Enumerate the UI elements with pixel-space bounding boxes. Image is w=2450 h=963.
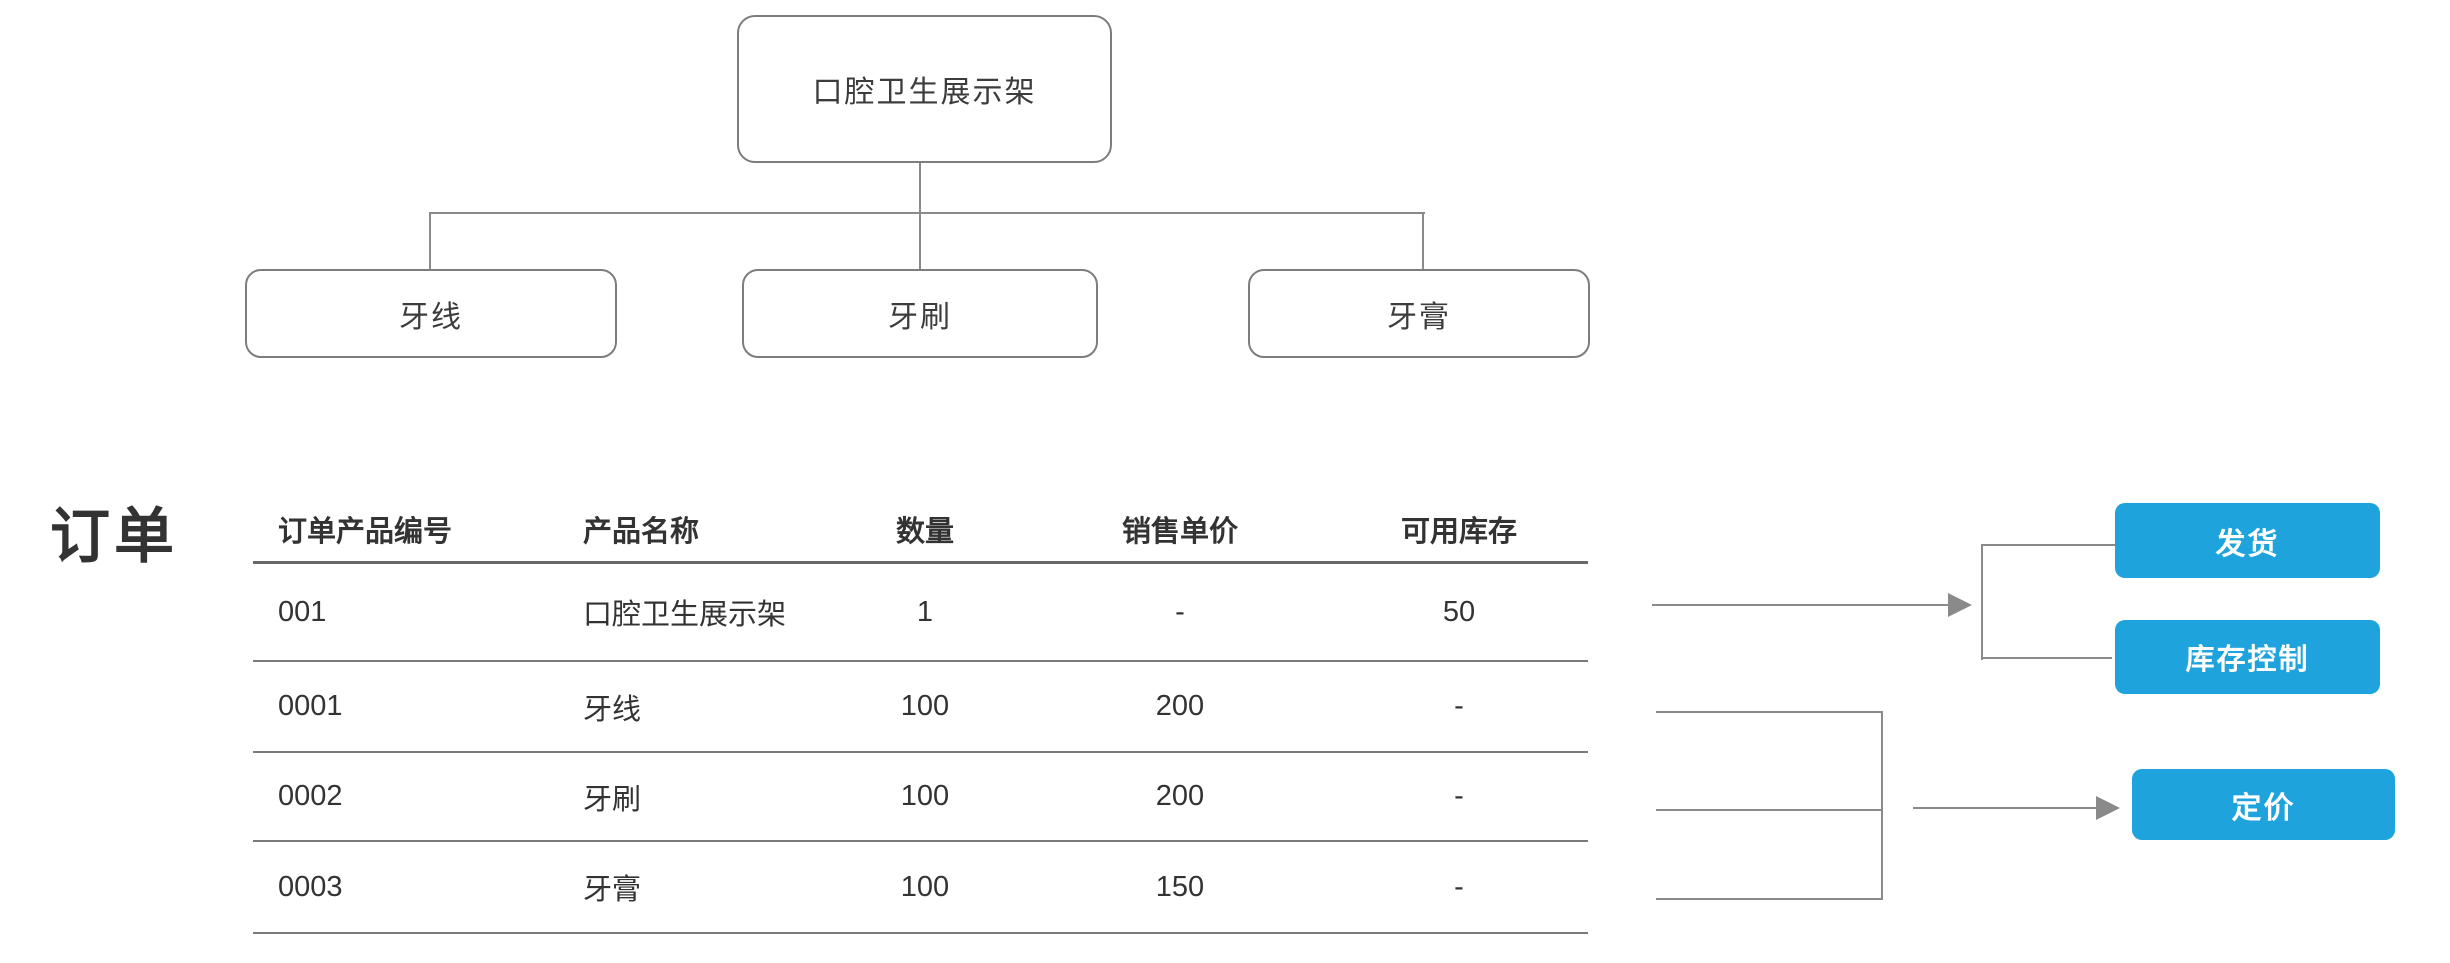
cell-product-name: 口腔卫生展示架 — [583, 599, 787, 631]
tree-connector-span — [429, 212, 1425, 214]
cell-product-code: 001 — [278, 595, 327, 628]
cell-quantity: 100 — [900, 870, 950, 903]
tree-node-floss[interactable]: 牙线 — [245, 269, 617, 358]
tree-node-paste-label: 牙膏 — [1387, 300, 1451, 334]
inventory-control-button[interactable]: 库存控制 — [2115, 620, 2380, 694]
bracket-bottom-line — [1981, 657, 2112, 659]
tree-node-brush-label: 牙刷 — [888, 300, 952, 334]
cell-stock: - — [1454, 780, 1464, 812]
connector-pricing-line — [1913, 807, 2099, 809]
tree-connector-drop-left — [429, 212, 431, 269]
tree-node-root-label: 口腔卫生展示架 — [812, 76, 1037, 109]
column-header-quantity: 数量 — [895, 516, 954, 548]
cell-product-name: 牙膏 — [583, 874, 642, 906]
pricing-button[interactable]: 定价 — [2132, 769, 2395, 840]
tree-node-paste[interactable]: 牙膏 — [1248, 269, 1590, 358]
cell-unit-price: 150 — [1155, 870, 1205, 903]
cell-stock: - — [1454, 690, 1464, 722]
bracket-vertical-line — [1981, 544, 1983, 660]
cell-product-name: 牙刷 — [583, 783, 642, 816]
tree-node-brush[interactable]: 牙刷 — [742, 269, 1098, 358]
bracket-top-line — [1981, 544, 2115, 546]
column-header-unit-price: 销售单价 — [1121, 516, 1238, 548]
column-header-stock: 可用库存 — [1400, 516, 1517, 548]
cell-quantity: 1 — [916, 595, 934, 628]
tree-node-floss-label: 牙线 — [399, 300, 463, 334]
order-table: 订单产品编号 产品名称 数量 销售单价 可用库存 001 口腔卫生展示架 1 -… — [253, 497, 1588, 934]
tree-node-root[interactable]: 口腔卫生展示架 — [737, 15, 1112, 163]
order-section-title: 订单 — [50, 503, 178, 570]
connector-row4-line — [1656, 898, 1883, 900]
cell-unit-price: - — [1175, 595, 1185, 628]
cell-stock: 50 — [1442, 595, 1476, 628]
cell-stock: - — [1454, 870, 1464, 903]
table-row: 001 口腔卫生展示架 1 - 50 — [253, 564, 1588, 662]
cell-product-code: 0002 — [278, 780, 343, 812]
arrow-right-icon — [1948, 593, 1972, 617]
column-header-product-name: 产品名称 — [583, 516, 700, 548]
arrow-right-icon — [2096, 796, 2120, 820]
table-row: 0003 牙膏 100 150 - — [253, 842, 1588, 934]
table-row: 0001 牙线 100 200 - — [253, 662, 1588, 753]
cell-quantity: 100 — [900, 780, 950, 812]
table-row: 0002 牙刷 100 200 - — [253, 753, 1588, 842]
tree-connector-root-drop — [919, 163, 921, 213]
column-header-product-code: 订单产品编号 — [278, 516, 453, 548]
tree-connector-drop-middle — [919, 212, 921, 269]
connector-row3-line — [1656, 809, 1883, 811]
cell-product-name: 牙线 — [583, 693, 642, 726]
cell-unit-price: 200 — [1155, 780, 1205, 812]
order-table-header-row: 订单产品编号 产品名称 数量 销售单价 可用库存 — [253, 497, 1588, 564]
cell-product-code: 0003 — [278, 870, 343, 903]
cell-unit-price: 200 — [1155, 690, 1205, 722]
connector-row1-line — [1652, 604, 1952, 606]
connector-row2-line — [1656, 711, 1883, 713]
cell-product-code: 0001 — [278, 690, 343, 722]
group-vertical-line — [1881, 711, 1883, 900]
ship-button[interactable]: 发货 — [2115, 503, 2380, 578]
tree-connector-drop-right — [1422, 212, 1424, 271]
cell-quantity: 100 — [900, 690, 950, 722]
